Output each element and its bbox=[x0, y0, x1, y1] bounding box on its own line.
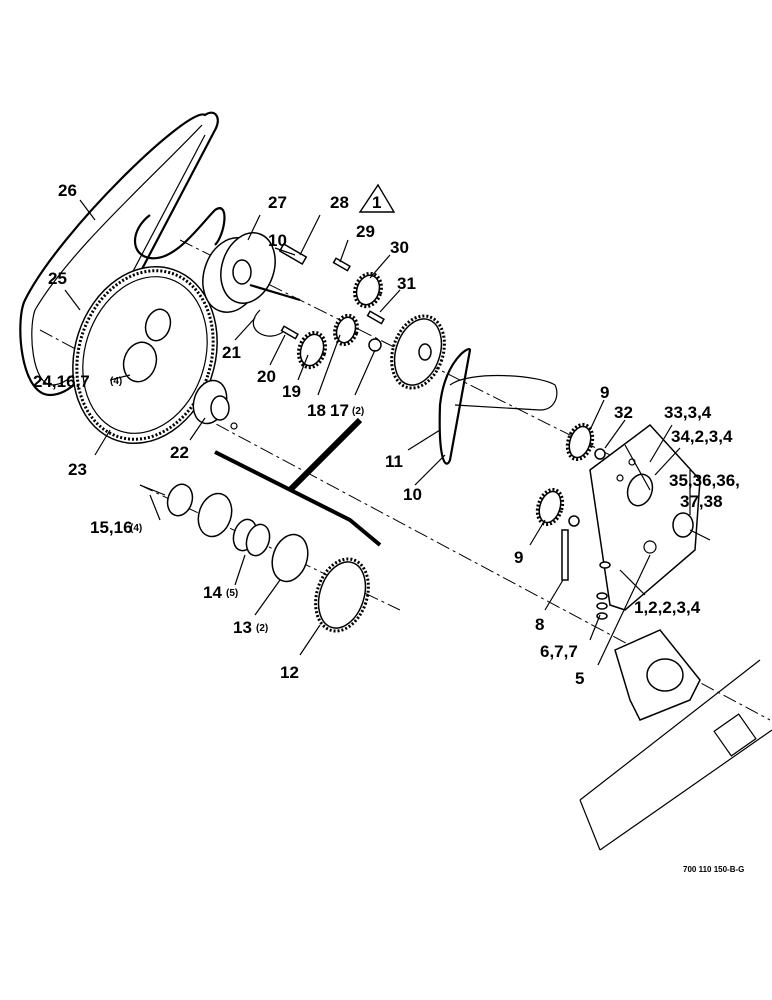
support-bracket bbox=[589, 423, 711, 611]
subassembly-axis bbox=[139, 484, 401, 611]
callout-9-upper: 9 bbox=[600, 383, 609, 402]
callout-37: 37,38 bbox=[680, 492, 723, 511]
callout-10-upper: 10 bbox=[268, 231, 287, 250]
exploded-clutch-parts bbox=[139, 483, 370, 633]
callout-34: 34,2,3,4 bbox=[671, 427, 733, 446]
callout-22: 22 bbox=[170, 443, 189, 462]
note-triangle bbox=[358, 183, 396, 213]
chain-loop bbox=[449, 374, 558, 411]
callout-6: 6,7,7 bbox=[540, 642, 578, 661]
callout-27: 27 bbox=[268, 193, 287, 212]
callout-8: 8 bbox=[535, 615, 544, 634]
callout-15-qty: (4) bbox=[130, 523, 142, 534]
large-pulley bbox=[72, 265, 218, 445]
callout-17: 17 bbox=[330, 401, 349, 420]
sprocket-9-lower bbox=[535, 487, 565, 527]
callout-10-lower: 10 bbox=[403, 485, 422, 504]
key-29 bbox=[332, 257, 351, 272]
callout-31: 31 bbox=[397, 274, 416, 293]
callout-30: 30 bbox=[390, 238, 409, 257]
frame-section bbox=[579, 659, 772, 851]
sprocket-19 bbox=[296, 330, 328, 370]
callout-24-qty: (4) bbox=[110, 376, 122, 387]
key-20 bbox=[280, 325, 299, 340]
drive-belt bbox=[19, 111, 219, 397]
callout-18: 18 bbox=[307, 401, 326, 420]
callout-28-note: 1 bbox=[372, 193, 381, 212]
callout-29: 29 bbox=[356, 222, 375, 241]
bushing bbox=[368, 338, 382, 352]
washer-lower bbox=[568, 515, 580, 527]
subassembly-bracket bbox=[214, 450, 382, 547]
drawing-code: 700 110 150-B-G bbox=[683, 865, 744, 874]
callout-13: 13 bbox=[233, 618, 252, 637]
callout-26: 26 bbox=[58, 181, 77, 200]
callout-14: 14 bbox=[203, 583, 222, 602]
callout-23: 23 bbox=[68, 460, 87, 479]
subassembly-pointer bbox=[287, 417, 363, 493]
callout-17-qty: (2) bbox=[352, 406, 364, 417]
sprocket-30 bbox=[353, 271, 383, 309]
callout-14-qty: (5) bbox=[226, 588, 238, 599]
callout-32: 32 bbox=[614, 403, 633, 422]
callout-11: 11 bbox=[385, 452, 403, 471]
callout-5: 5 bbox=[575, 669, 584, 688]
leader-lines bbox=[64, 199, 691, 666]
upper-pulley bbox=[202, 232, 301, 313]
washer-32 bbox=[594, 448, 606, 460]
callout-1: 1,2,2,3,4 bbox=[634, 598, 701, 617]
housing-plate bbox=[614, 629, 701, 721]
callout-9-lower: 9 bbox=[514, 548, 523, 567]
callout-24: 24,16,7 bbox=[33, 372, 90, 391]
pulley-belt bbox=[134, 207, 226, 260]
sprocket-9-upper bbox=[565, 422, 595, 462]
callout-33: 33,3,4 bbox=[664, 403, 712, 422]
hub-flange bbox=[192, 379, 238, 430]
drive-chain bbox=[438, 347, 472, 465]
callout-13-qty: (2) bbox=[256, 623, 268, 634]
callout-12: 12 bbox=[280, 663, 299, 682]
large-sprocket-upper bbox=[390, 314, 446, 390]
callout-35: 35,36,36, bbox=[669, 471, 740, 490]
sprocket-18 bbox=[333, 313, 359, 347]
callout-19: 19 bbox=[282, 382, 301, 401]
callout-15: 15,16 bbox=[90, 518, 133, 537]
callout-25: 25 bbox=[48, 269, 67, 288]
callout-28: 28 bbox=[330, 193, 349, 212]
callout-20: 20 bbox=[257, 367, 276, 386]
lever-8 bbox=[561, 529, 569, 581]
callout-21: 21 bbox=[222, 343, 241, 362]
key-31 bbox=[366, 310, 385, 325]
